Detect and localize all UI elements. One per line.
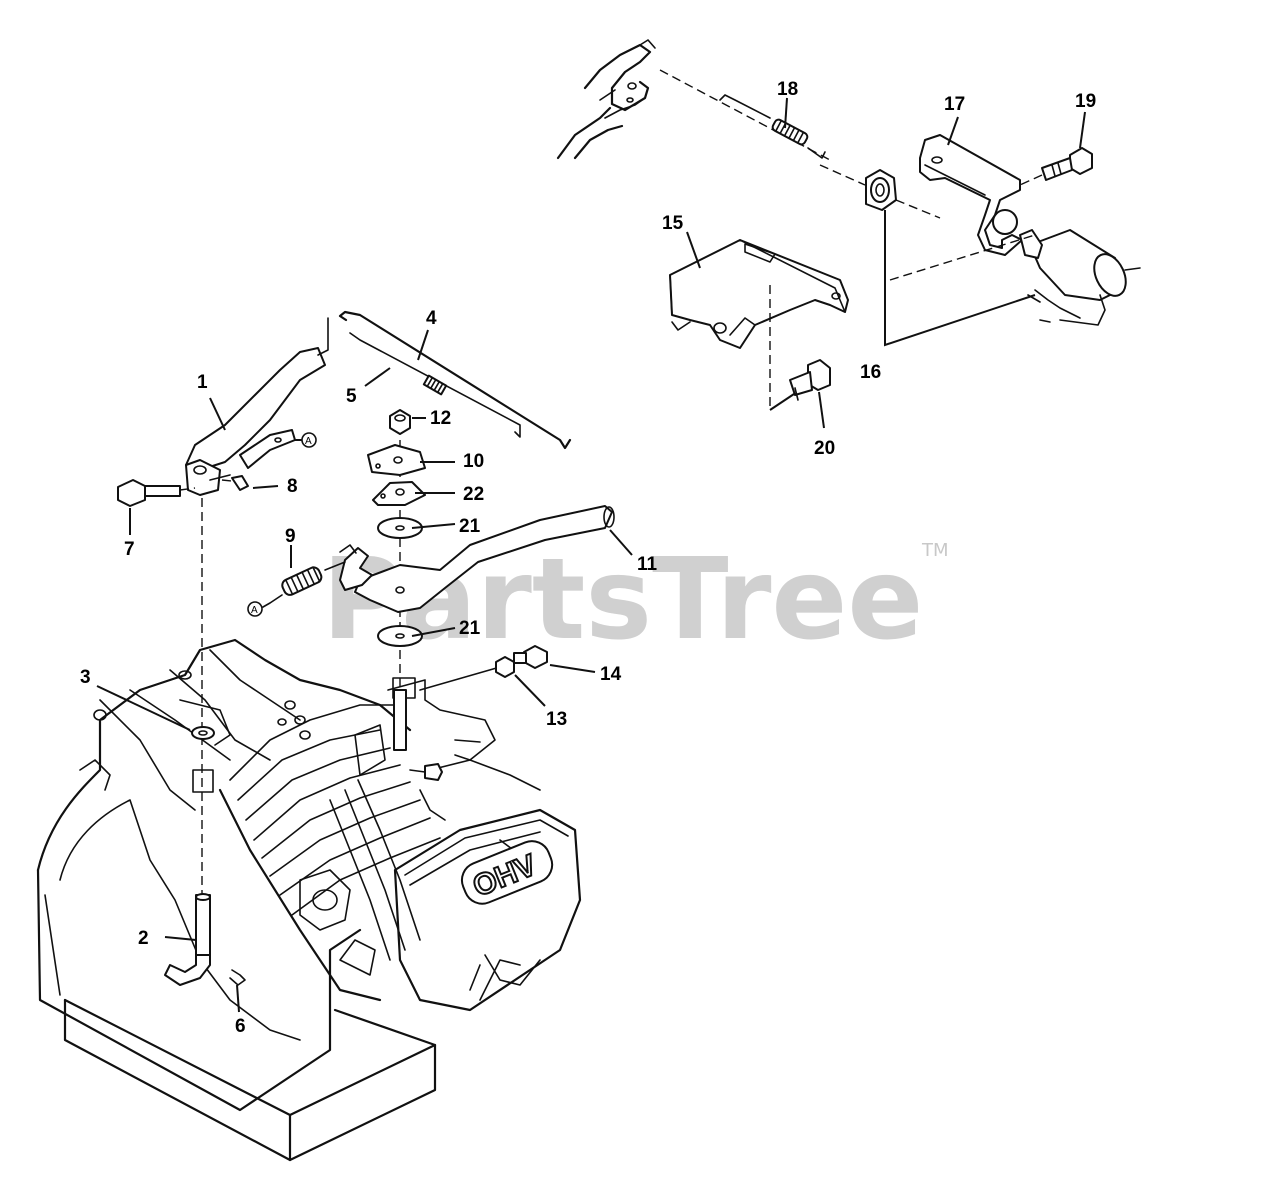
- governor-arm: [185, 347, 326, 496]
- callout-2: 2: [138, 928, 149, 949]
- bolt-14: [513, 645, 548, 669]
- nut-12: [389, 409, 411, 435]
- callout-10: 10: [463, 451, 484, 472]
- washer-3: [191, 726, 215, 740]
- callout-14: 14: [600, 664, 622, 685]
- callout-9: 9: [285, 526, 296, 547]
- callout-11: 11: [637, 554, 658, 575]
- callout-22: 22: [463, 484, 484, 505]
- callout-3: 3: [80, 667, 91, 688]
- bolt-19: [1019, 147, 1093, 186]
- callout-1: 1: [197, 372, 208, 393]
- throttle-handle: [556, 39, 656, 160]
- spring-18: [719, 94, 826, 159]
- callout-15: 15: [662, 213, 684, 234]
- engine-block: OHV: [36, 638, 582, 1162]
- plate-22: [372, 481, 426, 506]
- callout-4: 4: [426, 308, 437, 329]
- trademark-mark: TM: [921, 540, 949, 561]
- callout-6: 6: [235, 1016, 246, 1037]
- cover-15: [669, 239, 849, 349]
- governor-shaft: [164, 470, 246, 986]
- callout-18: 18: [777, 79, 798, 100]
- connector-a-top: A: [305, 436, 312, 447]
- callout-5: 5: [346, 386, 357, 407]
- connector-a-bottom: A: [251, 605, 258, 616]
- bracket-17: [919, 134, 1023, 256]
- callout-12: 12: [430, 408, 451, 429]
- callout-leaders: [96, 97, 1086, 1013]
- governor-rod: [317, 310, 572, 450]
- callout-16: 16: [860, 362, 881, 383]
- clip-8: [221, 475, 249, 491]
- fitting-20: [789, 359, 831, 401]
- callout-21-top: 21: [459, 516, 481, 537]
- callout-7: 7: [124, 539, 135, 560]
- solenoid: [1019, 229, 1141, 326]
- callout-21-bottom: 21: [459, 618, 481, 639]
- spring-9: [262, 561, 346, 608]
- callout-20: 20: [814, 438, 835, 459]
- nut-16: [865, 169, 897, 211]
- washer-21-bottom: [377, 625, 423, 647]
- plate-10: [367, 444, 426, 476]
- control-lever-11: [339, 505, 615, 613]
- callout-8: 8: [287, 476, 298, 497]
- callout-19: 19: [1075, 91, 1096, 112]
- bolt-7: [117, 479, 196, 507]
- callout-13: 13: [546, 709, 567, 730]
- callout-17: 17: [944, 94, 965, 115]
- nut-13: [495, 656, 515, 678]
